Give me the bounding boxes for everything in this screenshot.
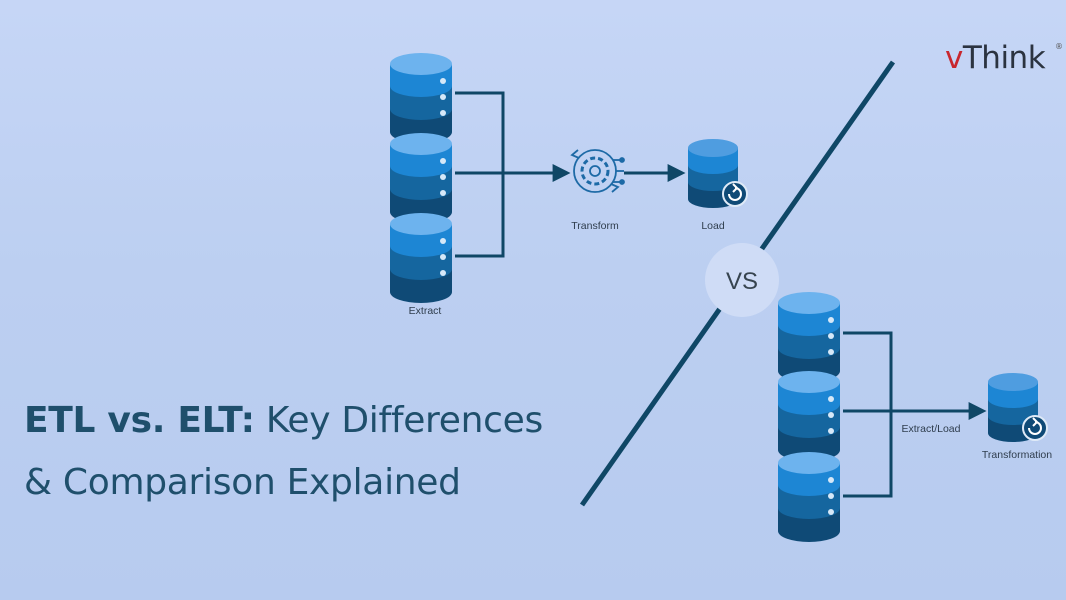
transform-gear-icon bbox=[570, 149, 625, 193]
logo-name: Think bbox=[962, 40, 1046, 76]
extract-label: Extract bbox=[409, 305, 442, 317]
etl-source-database-2 bbox=[390, 133, 452, 223]
elt-source-database-1 bbox=[778, 292, 840, 382]
vthink-logo: vThink ® bbox=[945, 40, 1063, 76]
elt-connectors bbox=[843, 331, 987, 498]
transformation-database-icon bbox=[987, 372, 1048, 443]
elt-source-database-3 bbox=[778, 452, 840, 542]
transformation-label: Transformation bbox=[982, 449, 1052, 461]
etl-connectors bbox=[455, 91, 686, 258]
etl-source-database-1 bbox=[390, 53, 452, 143]
title-rest: Key Differences bbox=[254, 400, 543, 441]
etl-source-database-3 bbox=[390, 213, 452, 303]
vs-label: VS bbox=[726, 268, 758, 295]
registered-mark: ® bbox=[1055, 42, 1063, 51]
transform-label: Transform bbox=[571, 220, 619, 232]
page-title: ETL vs. ELT: Key Differences & Compariso… bbox=[24, 390, 543, 514]
title-strong: ETL vs. ELT: bbox=[24, 400, 255, 441]
elt-source-database-2 bbox=[778, 371, 840, 461]
title-line-1: ETL vs. ELT: Key Differences bbox=[24, 390, 543, 452]
extract-load-label: Extract/Load bbox=[902, 423, 961, 435]
load-label: Load bbox=[701, 220, 725, 232]
logo-prefix: v bbox=[945, 40, 963, 76]
title-line-2: & Comparison Explained bbox=[24, 462, 461, 503]
vs-badge: VS bbox=[705, 243, 779, 317]
load-database-icon bbox=[687, 138, 748, 209]
